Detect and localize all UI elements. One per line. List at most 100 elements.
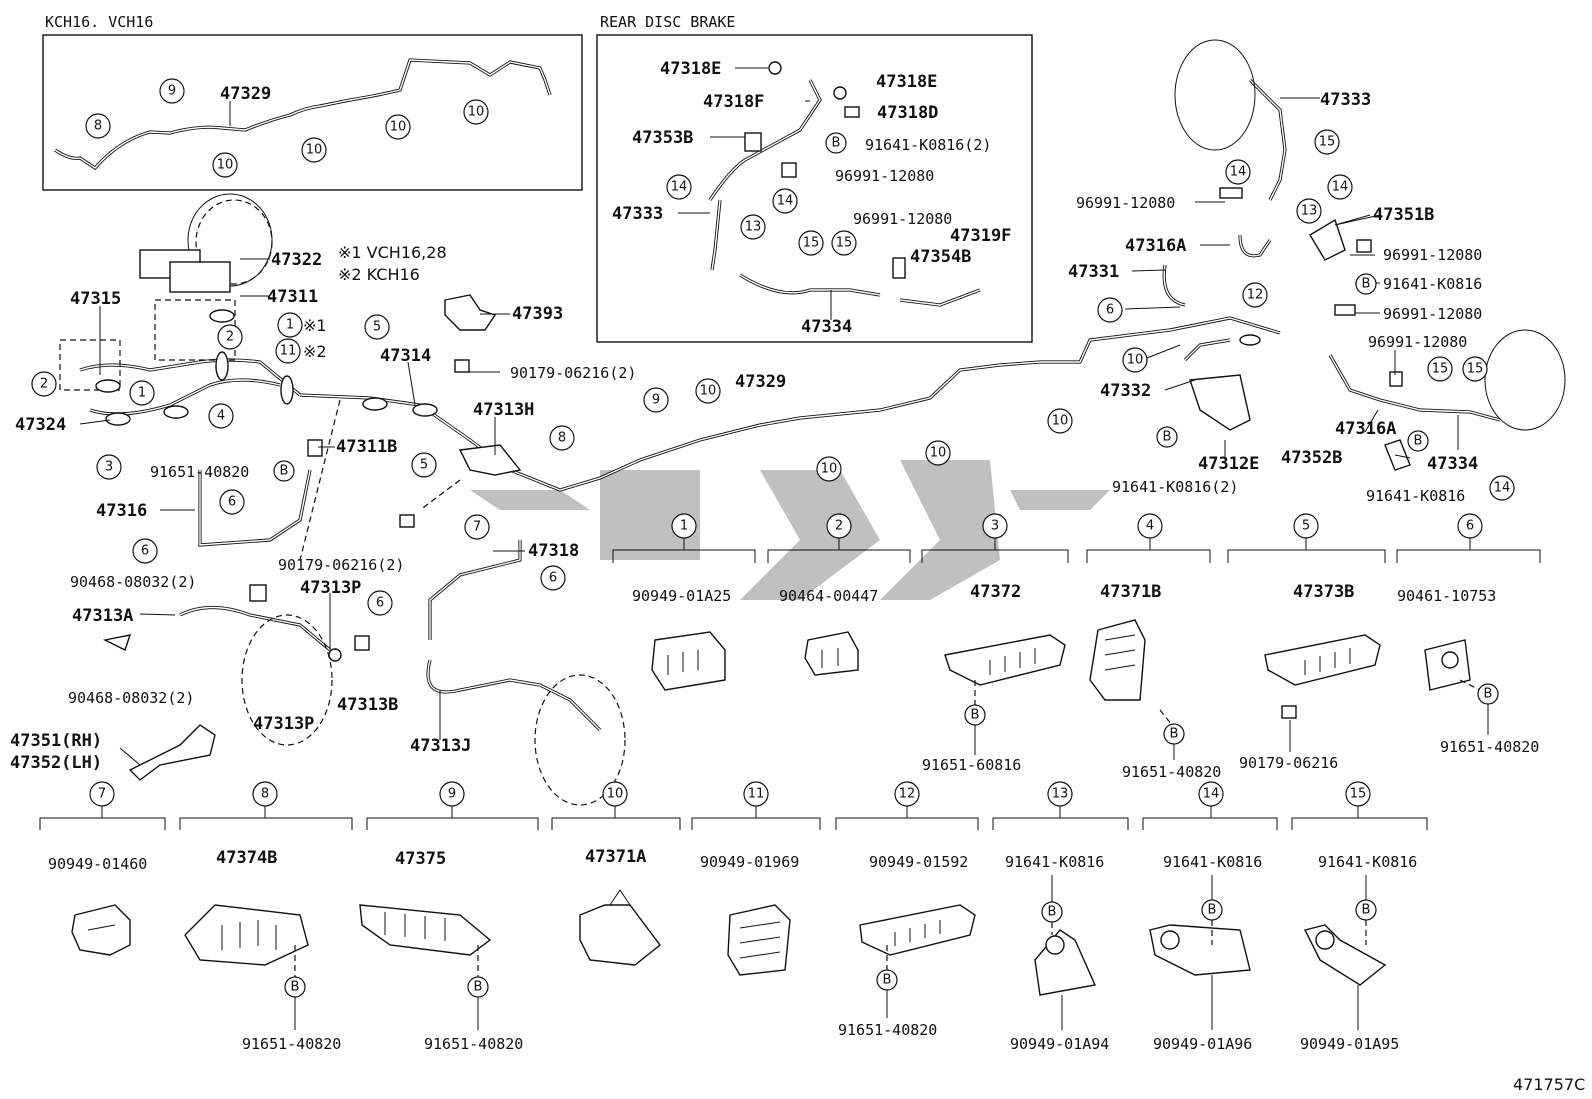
svg-text:8: 8 — [94, 119, 102, 134]
group-6-b-code: 91651-40820 — [1440, 738, 1539, 756]
callout-8: 8 — [549, 425, 575, 451]
callout-9: 9 — [159, 78, 185, 104]
label-47318D: 47318D — [877, 103, 938, 123]
callout-14: 14 — [1225, 159, 1251, 185]
main-brake-pipes — [79, 78, 1501, 732]
label-91641-K0816-b: 91641-K0816 — [1366, 487, 1465, 505]
group-4-callout: 4 — [1137, 513, 1163, 539]
group-9-b-code: 91651-40820 — [424, 1035, 523, 1053]
svg-text:B: B — [971, 708, 980, 723]
group-2-callout: 2 — [826, 513, 852, 539]
svg-text:15: 15 — [1319, 135, 1336, 150]
inset-title-kch16: KCH16. VCH16 — [45, 13, 153, 31]
callout-1: 1 — [277, 312, 303, 338]
label-47313A: 47313A — [72, 606, 133, 626]
label-96991-12080-d: 96991-12080 — [1368, 333, 1467, 351]
note-vch16: ※1 VCH16,28 — [338, 243, 447, 262]
label-47312E: 47312E — [1198, 454, 1259, 474]
svg-text:11: 11 — [280, 344, 297, 359]
group-4-b-code: 91651-40820 — [1122, 763, 1221, 781]
group-6-b-callout: B — [1477, 683, 1499, 705]
svg-text:2: 2 — [226, 330, 234, 345]
svg-text:5: 5 — [420, 458, 428, 473]
callout-14: 14 — [1489, 475, 1515, 501]
inset-rear-disc-brake: REAR DISC BRAKE 47318E 47318E 47318F 473… — [596, 13, 1033, 343]
group-8-b-callout: B — [284, 976, 306, 998]
callout-14: 14 — [666, 174, 692, 200]
label-47316: 47316 — [96, 501, 147, 521]
svg-text:B: B — [1163, 430, 1172, 445]
group-11-code: 90949-01969 — [700, 853, 799, 871]
label-47314: 47314 — [380, 346, 431, 366]
group-12-code: 90949-01592 — [869, 853, 968, 871]
group-15-top-code: 91641-K0816 — [1318, 853, 1417, 871]
callout-10: 10 — [385, 114, 411, 140]
note-kch16: ※2 KCH16 — [338, 265, 420, 284]
callout-8: 8 — [85, 113, 111, 139]
svg-text:14: 14 — [777, 194, 794, 209]
svg-text:13: 13 — [1301, 204, 1318, 219]
callout-5: 5 — [411, 452, 437, 478]
callout-6: 6 — [132, 538, 158, 564]
svg-text:B: B — [1414, 434, 1423, 449]
svg-text:12: 12 — [1247, 288, 1264, 303]
svg-text:6: 6 — [1466, 519, 1474, 534]
clamp-group-row-2: 7 8 9 10 11 12 13 14 15 90949-01460 4737… — [39, 781, 1428, 1053]
callout-7: 7 — [464, 514, 490, 540]
label-47322: 47322 — [271, 250, 322, 270]
group-9-callout: 9 — [439, 781, 465, 807]
group-12-b-callout: B — [876, 969, 898, 991]
group-5-b-code: 90179-06216 — [1239, 754, 1338, 772]
svg-text:B: B — [1170, 727, 1179, 742]
label-47313B: 47313B — [337, 695, 398, 715]
svg-text:15: 15 — [1350, 787, 1367, 802]
callout-4: 4 — [208, 403, 234, 429]
label-90179-06216-2-a: 90179-06216(2) — [510, 364, 636, 382]
callout-B: B — [1355, 273, 1377, 295]
svg-text:9: 9 — [168, 84, 176, 99]
note-ref-2: ※2 — [303, 342, 327, 361]
svg-text:2: 2 — [835, 519, 843, 534]
inset-kch16-vch16: KCH16. VCH16 47329 — [42, 13, 583, 191]
callout-15: 15 — [1427, 356, 1453, 382]
group-13-b-callout: B — [1041, 901, 1063, 923]
label-47316A-b: 47316A — [1335, 419, 1396, 439]
label-47393: 47393 — [512, 304, 563, 324]
callout-B: B — [1156, 426, 1178, 448]
group-5-callout: 5 — [1293, 513, 1319, 539]
svg-text:5: 5 — [1302, 519, 1310, 534]
svg-text:10: 10 — [468, 105, 485, 120]
group-9-code: 47375 — [395, 849, 446, 869]
svg-text:B: B — [1362, 903, 1371, 918]
pipe-clamps — [95, 309, 1261, 426]
label-47318: 47318 — [528, 541, 579, 561]
svg-text:15: 15 — [1432, 362, 1449, 377]
callout-15: 15 — [1462, 356, 1488, 382]
callout-6: 6 — [1097, 297, 1123, 323]
svg-text:6: 6 — [376, 596, 384, 611]
label-47353B: 47353B — [632, 128, 693, 148]
label-47332: 47332 — [1100, 381, 1151, 401]
callout-2: 2 — [217, 324, 243, 350]
callout-10: 10 — [695, 378, 721, 404]
svg-text:2: 2 — [40, 377, 48, 392]
main-labels: 47333 96991-12080 47351B 47316A 96991-12… — [10, 90, 1482, 773]
label-90179-06216-2-b: 90179-06216(2) — [278, 556, 404, 574]
svg-text:13: 13 — [1052, 787, 1069, 802]
svg-text:6: 6 — [549, 571, 557, 586]
svg-text:10: 10 — [1127, 353, 1144, 368]
label-47354B: 47354B — [910, 247, 971, 267]
group-14-callout: 14 — [1198, 781, 1224, 807]
svg-text:11: 11 — [748, 787, 765, 802]
callout-14: 14 — [772, 188, 798, 214]
svg-text:4: 4 — [217, 409, 225, 424]
group-9-b-callout: B — [467, 976, 489, 998]
group-2-code: 90464-00447 — [779, 587, 878, 605]
svg-text:7: 7 — [473, 520, 481, 535]
svg-text:8: 8 — [558, 431, 566, 446]
group-1-code: 90949-01A25 — [632, 587, 731, 605]
callout-10: 10 — [816, 456, 842, 482]
callout-14: 14 — [1327, 174, 1353, 200]
callout-10: 10 — [463, 99, 489, 125]
